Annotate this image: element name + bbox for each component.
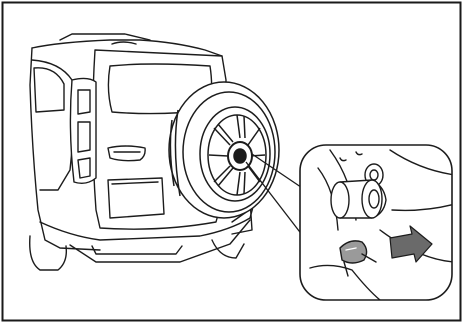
detail-inset [300,145,455,300]
spare-tire [169,82,279,218]
